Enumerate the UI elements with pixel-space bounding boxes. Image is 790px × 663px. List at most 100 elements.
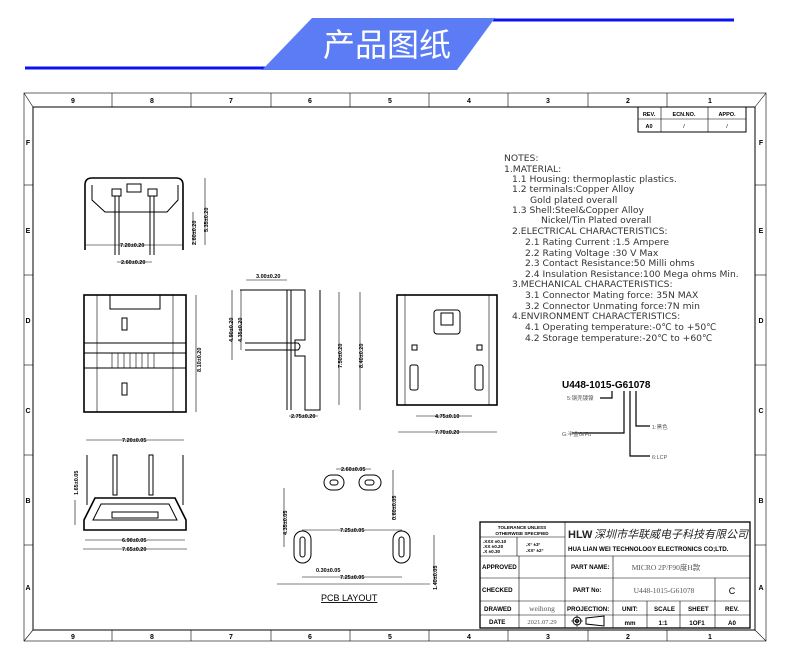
- dimension-label: 7.20±0.05: [122, 438, 146, 444]
- company-name-cn: 深圳市华联威电子科技有限公司: [594, 528, 749, 541]
- row-label: C: [25, 408, 30, 415]
- column-label: 9: [71, 98, 75, 105]
- note-line: 1.3 Shell:Steel&Copper Alloy: [512, 205, 645, 216]
- rev-value: A0: [728, 620, 736, 627]
- tolerance-title: OTHERWISE SPECIFIED: [495, 531, 549, 536]
- column-label: 5: [388, 98, 392, 105]
- column-label: 6: [308, 98, 312, 105]
- pcb-layout: 2.60±0.05 0.60±0.05 4.35±0.05 7.25±0.05 …: [277, 467, 439, 603]
- company-name-en: HUA LIAN WEI TECHNOLOGY ELECTRONICS CO;L…: [568, 546, 729, 553]
- dimension-label: 2.60±0.20: [192, 221, 198, 245]
- dimension-label: 7.20±0.20: [120, 243, 144, 249]
- column-label: 8: [150, 98, 154, 105]
- dimension-label: 7.25±0.05: [340, 528, 364, 534]
- row-label: E: [759, 228, 764, 235]
- part-code: U448-1015-G61078: [562, 380, 651, 391]
- column-label: 9: [71, 634, 75, 641]
- note-line: 2.2 Rating Voltage :30 V Max: [525, 248, 659, 259]
- part-no-value: U448-1015-G61078: [634, 586, 695, 595]
- dimension-label: 3.00±0.20: [256, 274, 280, 280]
- note-line: 2.3 Contact Resistance:50 Milli ohms: [525, 258, 695, 269]
- unit-label: UNIT:: [622, 606, 638, 613]
- note-line: 4.1 Operating temperature:-0℃ to +50℃: [525, 322, 716, 333]
- column-label: 4: [467, 634, 471, 641]
- row-label: A: [758, 585, 763, 592]
- dimension-label: 4.35±0.20: [238, 318, 244, 342]
- notes-block: NOTES: 1.MATERIAL: 1.1 Housing: thermopl…: [504, 153, 739, 344]
- callout-label: 1:黑色: [652, 423, 668, 431]
- dimension-label: 1.40±0.05: [433, 566, 439, 590]
- note-line: 2.1 Rating Current :1.5 Ampere: [525, 237, 669, 248]
- drawed-label: DRAWED: [484, 606, 512, 613]
- front-view: 8.10±0.20: [83, 294, 203, 413]
- dimension-label: 7.50±0.20: [338, 344, 344, 368]
- note-line: 2.ELECTRICAL CHARACTERISTICS:: [512, 226, 668, 237]
- column-label: 3: [546, 634, 550, 641]
- unit-value: mm: [624, 620, 636, 627]
- dimension-label: 8.10±0.20: [197, 348, 203, 372]
- rev-header: REV.: [643, 112, 656, 118]
- note-line: 3.1 Connector Mating force: 35N MAX: [525, 290, 698, 301]
- end-view: 7.20±0.05 6.90±0.05 7.65±0.20 1.65±0.05: [74, 438, 187, 553]
- tolerance-value: .XX ±0.20: [483, 544, 504, 549]
- dimension-label: 7.65±0.20: [122, 547, 146, 553]
- note-line: 2.4 Insulation Resistance:100 Mega ohms …: [525, 269, 739, 280]
- dimension-label: 4.35±0.05: [283, 511, 289, 535]
- checked-label: CHECKED: [482, 587, 513, 594]
- row-label: F: [26, 140, 31, 147]
- row-label: F: [759, 140, 764, 147]
- column-label: 7: [229, 98, 233, 105]
- appo-value: /: [726, 124, 728, 130]
- column-label: 1: [708, 634, 712, 641]
- dimension-label: 2.60±0.20: [121, 260, 145, 266]
- drawed-value: weihong: [529, 604, 555, 613]
- ecn-value: /: [683, 124, 685, 130]
- column-label: 2: [626, 98, 630, 105]
- dimension-label: 1.65±0.05: [74, 471, 80, 495]
- column-label: 5: [388, 634, 392, 641]
- rev-label: REV.: [725, 606, 739, 613]
- note-line: 4.ENVIRONMENT CHARACTERISTICS:: [512, 311, 680, 322]
- note-line: NOTES:: [504, 153, 538, 164]
- column-label: 8: [150, 634, 154, 641]
- angle-tolerance: .X° ±3°: [526, 542, 541, 547]
- dimension-label: 8.40±0.20: [359, 344, 365, 368]
- title-block: TOLERANCE UNLESS OTHERWISE SPECIFIED .XX…: [479, 521, 751, 629]
- rear-view: 4.75±0.10 7.70±0.20: [396, 294, 498, 436]
- date-value: 2021.07.29: [527, 619, 556, 626]
- row-label: B: [758, 498, 763, 505]
- column-label: 2: [626, 634, 630, 641]
- sheet-value: 1OF1: [689, 620, 705, 627]
- dimension-label: 0.30±0.05: [316, 568, 340, 574]
- dimension-label: 6.90±0.05: [122, 538, 146, 544]
- column-label: 7: [229, 634, 233, 641]
- dimension-label: 2.75±0.20: [291, 414, 315, 420]
- note-line: Nickel/Tin Plated overall: [541, 215, 651, 226]
- note-line: 1.2 terminals:Copper Alloy: [512, 184, 635, 195]
- dimension-label: 0.60±0.05: [392, 496, 398, 520]
- projection-label: PROJECTION:: [567, 606, 609, 613]
- date-label: DATE: [489, 619, 505, 626]
- part-name-value: MICRO 2P/F90度H款: [632, 562, 701, 572]
- part-no-label: PART No:: [573, 587, 601, 594]
- tolerance-title: TOLERANCE UNLESS: [498, 525, 546, 530]
- dimension-label: 4.90±0.20: [229, 318, 235, 342]
- column-label: 4: [467, 98, 471, 105]
- appo-header: APPO.: [718, 112, 736, 118]
- callout-label: G:半金G/Fu": [562, 430, 593, 438]
- page-title: 产品图纸: [323, 26, 451, 64]
- approved-label: APPROVED: [482, 564, 517, 571]
- sheet-label: SHEET: [688, 606, 709, 613]
- note-line: 3.2 Connector Unmating force:7N min: [525, 301, 700, 312]
- row-label: D: [25, 318, 30, 325]
- dimension-label: 4.75±0.10: [435, 414, 459, 420]
- dimension-label: 7.25±0.05: [340, 575, 364, 581]
- callout-label: 5:钢壳镀镍: [567, 394, 594, 402]
- drawing-frame: 9 8 7 6 5 4 3 2 1 9 8 7 6 5 4 3 2 1 F E …: [23, 92, 767, 642]
- rev-value: A0: [645, 124, 652, 130]
- note-line: 1.MATERIAL:: [504, 164, 561, 175]
- row-label: D: [758, 318, 763, 325]
- dimension-label: 2.60±0.05: [341, 467, 365, 473]
